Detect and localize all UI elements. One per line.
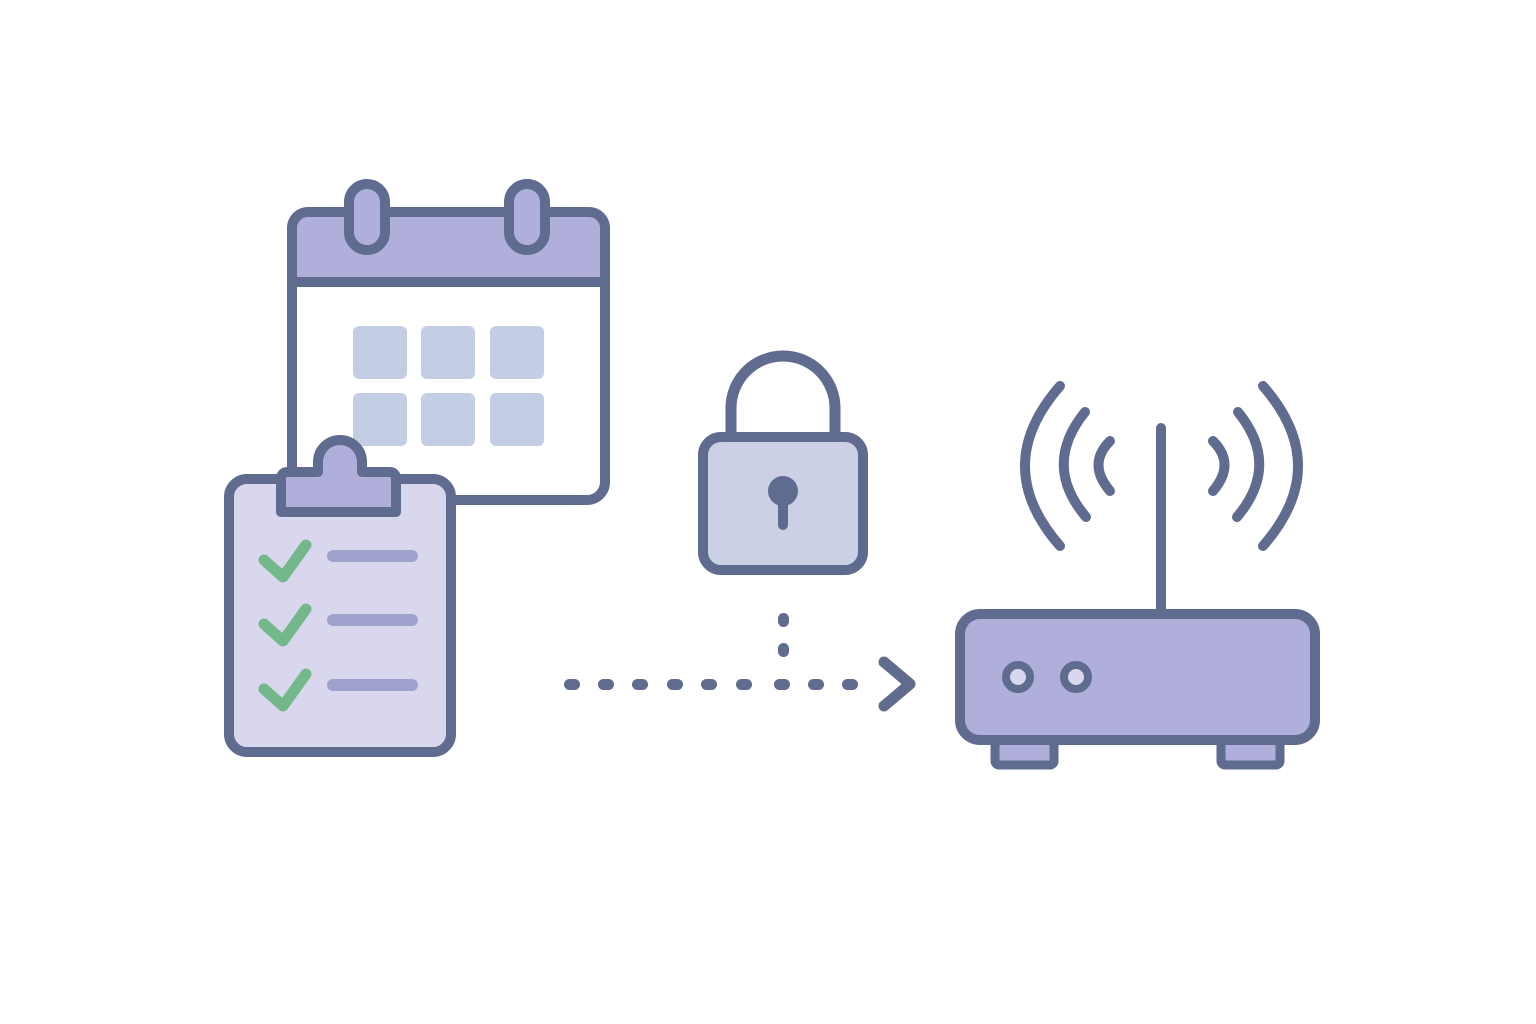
- check-icon: [258, 539, 312, 583]
- wifi-arc-right-outer: [1258, 381, 1303, 551]
- calendar-cell: [421, 326, 475, 379]
- calendar-ring-left: [344, 179, 390, 255]
- dot: [778, 613, 789, 627]
- dotted-arrow-icon: [564, 613, 916, 712]
- check-icon: [258, 668, 312, 712]
- dot: [778, 643, 789, 657]
- clipboard-clip: [276, 435, 401, 517]
- wifi-arc-left-middle: [1058, 407, 1091, 522]
- calendar-grid: [353, 326, 544, 446]
- keyhole-icon: [768, 476, 798, 506]
- calendar-ring-right: [504, 179, 550, 255]
- calendar-icon: [287, 179, 610, 505]
- calendar-cell: [353, 393, 407, 446]
- router-light-icon: [1060, 661, 1092, 693]
- padlock-shackle: [725, 350, 841, 440]
- wifi-router-icon: [955, 381, 1320, 770]
- dot: [632, 679, 648, 690]
- clipboard-checklist-icon: [224, 435, 456, 757]
- dot: [774, 679, 790, 690]
- calendar-cell: [421, 393, 475, 446]
- wifi-arc-left-inner: [1093, 436, 1115, 496]
- router-body: [955, 609, 1320, 745]
- calendar-header: [287, 207, 610, 287]
- wifi-signal-icon: [1020, 381, 1303, 551]
- check-icon: [258, 603, 312, 647]
- calendar-cell: [353, 326, 407, 379]
- dot: [736, 679, 752, 690]
- horizontal-dots: [564, 679, 858, 690]
- dot: [701, 679, 717, 690]
- wifi-arc-right-middle: [1232, 407, 1265, 522]
- vertical-dots: [778, 613, 789, 657]
- padlock-icon: [698, 350, 868, 575]
- keyhole-slot: [778, 495, 788, 530]
- dot: [667, 679, 683, 690]
- wifi-arc-right-inner: [1208, 436, 1230, 496]
- dot: [808, 679, 824, 690]
- dot: [564, 679, 580, 690]
- dot: [598, 679, 614, 690]
- checkmarks: [258, 539, 312, 712]
- arrow-head-icon: [878, 656, 916, 712]
- dot: [842, 679, 858, 690]
- router-light-icon: [1002, 661, 1034, 693]
- checklist-lines: [327, 550, 418, 691]
- calendar-cell: [490, 393, 544, 446]
- calendar-cell: [490, 326, 544, 379]
- wifi-arc-left-outer: [1020, 381, 1065, 551]
